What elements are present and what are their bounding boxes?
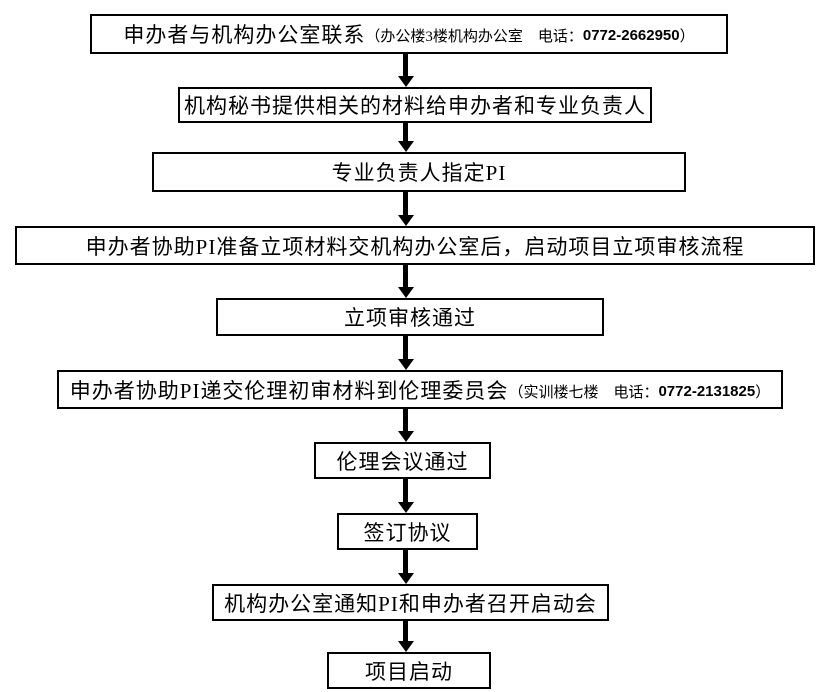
step-phone: 0772-2662950 [582, 27, 680, 44]
step-text: 申办者与机构办公室联系 [123, 23, 366, 47]
step-project-review-passed: 立项审核通过 [216, 298, 604, 336]
step-phone: 0772-2131825 [658, 382, 756, 400]
flow-arrow-down [398, 409, 414, 442]
flow-arrow-down [398, 123, 414, 152]
step-submit-ethics-materials: 申办者协助PI递交伦理初审材料到伦理委员会（实训楼七楼 电话：0772-2131… [57, 370, 783, 409]
step-text: 申办者协助PI递交伦理初审材料到伦理委员会 [69, 378, 509, 403]
flow-arrow-down [398, 192, 414, 226]
step-text: 伦理会议通过 [336, 449, 469, 474]
flow-arrow-down [398, 479, 414, 513]
step-note-close: ） [755, 384, 771, 401]
step-text: 专业负责人指定PI [331, 161, 507, 185]
step-sign-agreement: 签订协议 [337, 513, 478, 550]
step-note: （办公楼3楼机构办公室 电话： [365, 29, 583, 45]
step-prepare-project-materials: 申办者协助PI准备立项材料交机构办公室后，启动项目立项审核流程 [15, 226, 815, 265]
step-office-notifies-kickoff-meeting: 机构办公室通知PI和申办者召开启动会 [212, 584, 609, 621]
step-text: 机构办公室通知PI和申办者召开启动会 [224, 591, 597, 616]
step-text: 签订协议 [363, 520, 452, 545]
step-note: （实训楼七楼 电话： [508, 384, 659, 401]
flow-arrow-down [398, 621, 414, 652]
step-director-assigns-pi: 专业负责人指定PI [152, 152, 686, 192]
flow-arrow-down [398, 265, 414, 298]
step-text: 申办者协助PI准备立项材料交机构办公室后，启动项目立项审核流程 [85, 234, 745, 259]
step-text: 立项审核通过 [344, 306, 476, 330]
flow-arrow-down [398, 336, 414, 370]
step-contact-institution-office: 申办者与机构办公室联系（办公楼3楼机构办公室 电话：0772-2662950） [90, 14, 728, 54]
step-text: 机构秘书提供相关的材料给申办者和专业负责人 [184, 94, 646, 118]
step-project-start: 项目启动 [327, 652, 491, 689]
step-secretary-provides-materials: 机构秘书提供相关的材料给申办者和专业负责人 [178, 87, 652, 123]
flow-arrow-down [398, 54, 414, 87]
step-text: 项目启动 [365, 659, 453, 684]
step-note-close: ） [679, 29, 695, 45]
flow-arrow-down [398, 550, 414, 584]
step-ethics-meeting-passed: 伦理会议通过 [314, 442, 491, 479]
